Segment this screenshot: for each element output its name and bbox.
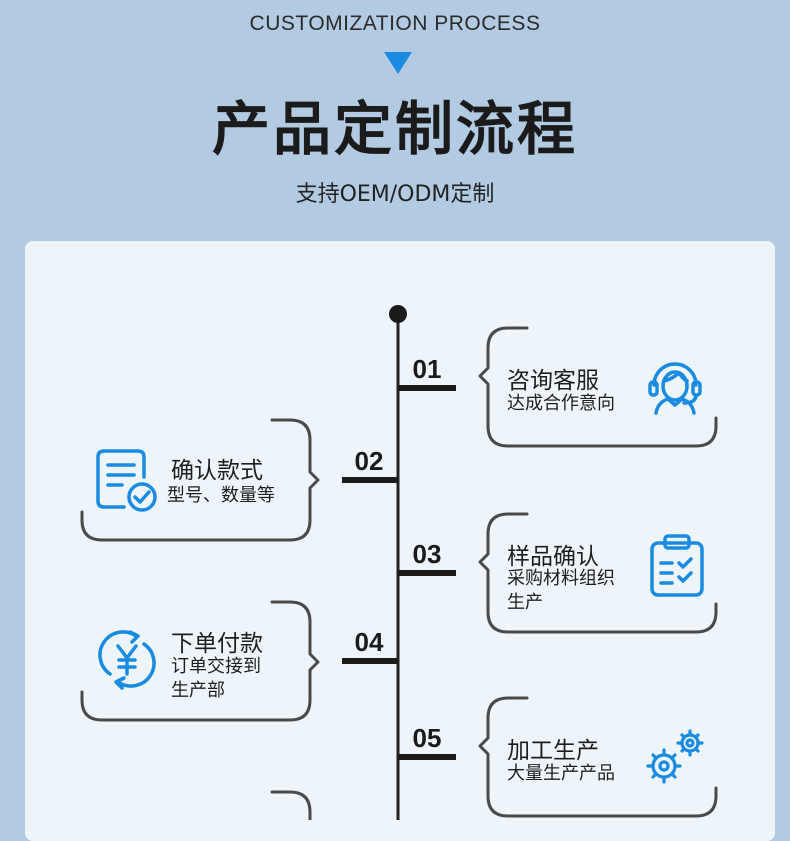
step-number-01: 01: [412, 354, 442, 384]
timeline-graphic: [80, 305, 718, 820]
bubble-06-partial: [270, 790, 312, 820]
tick-bar-02: [342, 477, 398, 483]
step-title-03: 样品确认: [507, 544, 599, 570]
bubble-03: [478, 512, 718, 634]
bubble-05: [478, 696, 718, 818]
step-desc-03-line1: 采购材料组织: [507, 568, 615, 589]
tick-bar-05: [398, 754, 456, 760]
step-desc-02: 型号、数量等: [167, 485, 275, 506]
eyebrow-text: CUSTOMIZATION PROCESS: [249, 12, 541, 35]
document-check-icon: [96, 449, 157, 512]
tick-bar-01: [398, 385, 456, 391]
tick-bar-03: [398, 570, 456, 576]
step-desc-04-line1: 订单交接到: [171, 656, 261, 677]
step-number-03: 03: [412, 539, 442, 569]
yuan-payment-icon: [98, 630, 156, 690]
clipboard-check-icon: [650, 534, 704, 597]
step-title-01: 咨询客服: [507, 368, 599, 394]
step-desc-03-line2: 生产: [507, 592, 543, 613]
step-number-04: 04: [354, 627, 384, 657]
step-title-05: 加工生产: [507, 738, 599, 764]
gears-icon: [646, 729, 704, 784]
step-title-02: 确认款式: [171, 458, 263, 484]
customer-service-icon: [648, 362, 702, 415]
page-title: 产品定制流程: [211, 95, 578, 163]
step-title-04: 下单付款: [171, 631, 263, 657]
step-desc-05: 大量生产产品: [507, 763, 615, 784]
step-number-02: 02: [354, 446, 384, 476]
step-desc-04-line2: 生产部: [171, 680, 225, 701]
down-arrow-icon: [384, 52, 412, 74]
bubble-02: [80, 418, 320, 542]
timeline-start-dot: [389, 305, 407, 323]
bubble-04: [80, 600, 320, 722]
page-subtitle: 支持OEM/ODM定制: [295, 182, 495, 207]
bubble-01: [478, 326, 718, 448]
step-desc-01: 达成合作意向: [507, 393, 615, 414]
step-number-05: 05: [412, 723, 442, 753]
tick-bar-04: [342, 658, 398, 664]
